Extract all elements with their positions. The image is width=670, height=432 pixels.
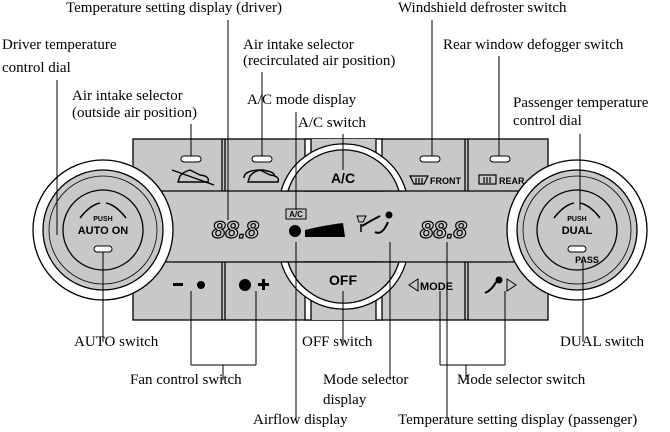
off-switch[interactable]: OFF: [329, 272, 357, 288]
label-driver-dial-2: control dial: [2, 60, 71, 76]
temp-display-driver: 88.8: [212, 217, 259, 244]
label-fan-control: Fan control switch: [130, 372, 242, 388]
driver-temperature-dial[interactable]: [42, 169, 164, 291]
airflow-mode-icon: [356, 211, 393, 234]
label-auto-switch: AUTO switch: [74, 334, 159, 350]
label-intake-outside-2: (outside air position): [72, 105, 197, 121]
dual-switch[interactable]: DUAL: [562, 225, 593, 237]
label-mode-switch: Mode selector switch: [457, 372, 586, 388]
label-windshield-defroster: Windshield defroster switch: [398, 0, 567, 16]
label-ac-mode-display: A/C mode display: [247, 92, 357, 108]
label-intake-recirc-1: Air intake selector: [243, 37, 354, 53]
recirculated-air-icon: [243, 169, 280, 183]
label-mode-display-2: display: [323, 392, 367, 408]
label-driver-dial-1: Driver temperature: [2, 37, 117, 53]
auto-on-switch[interactable]: AUTO ON: [78, 225, 129, 237]
mode-switch[interactable]: MODE: [420, 281, 453, 293]
ac-switch[interactable]: A/C: [331, 170, 355, 186]
label-mode-display-1: Mode selector: [323, 372, 409, 388]
outside-air-icon: [171, 169, 215, 186]
mode-left-arrow-icon: [408, 278, 419, 292]
label-temp-display-driver: Temperature setting display (driver): [66, 0, 282, 16]
fan-display-icon: [289, 223, 345, 237]
rear-defogger-icon: [478, 174, 497, 185]
mode-seat-icon: [484, 276, 517, 294]
label-ac-switch: A/C switch: [298, 115, 366, 131]
temp-display-passenger: 88.8: [420, 217, 467, 244]
fan-icon-plus: [239, 279, 269, 291]
indicator-lights: [180, 155, 511, 163]
pass-label: PASS: [575, 255, 599, 265]
label-airflow-display: Airflow display: [253, 412, 348, 428]
label-passenger-dial-1: Passenger temperature: [513, 95, 649, 111]
ac-mode-indicator: A/C: [289, 210, 303, 219]
windshield-defroster-icon: [409, 175, 429, 185]
leader-lines: [56, 20, 584, 420]
label-rear-defogger: Rear window defogger switch: [443, 37, 624, 53]
label-dual-switch: DUAL switch: [560, 334, 645, 350]
label-off-switch: OFF switch: [302, 334, 373, 350]
push-label-left: PUSH: [93, 216, 112, 223]
label-intake-recirc-2: (recirculated air position): [243, 53, 396, 69]
label-passenger-dial-2: control dial: [513, 113, 582, 129]
front-defroster-switch[interactable]: FRONT: [430, 176, 461, 186]
push-label-right: PUSH: [567, 216, 586, 223]
rear-defogger-switch[interactable]: REAR: [499, 176, 525, 186]
passenger-temperature-dial[interactable]: [516, 169, 638, 291]
label-temp-display-passenger: Temperature setting display (passenger): [398, 412, 638, 428]
label-intake-outside-1: Air intake selector: [72, 88, 183, 104]
fan-icon-minus: [173, 281, 205, 289]
